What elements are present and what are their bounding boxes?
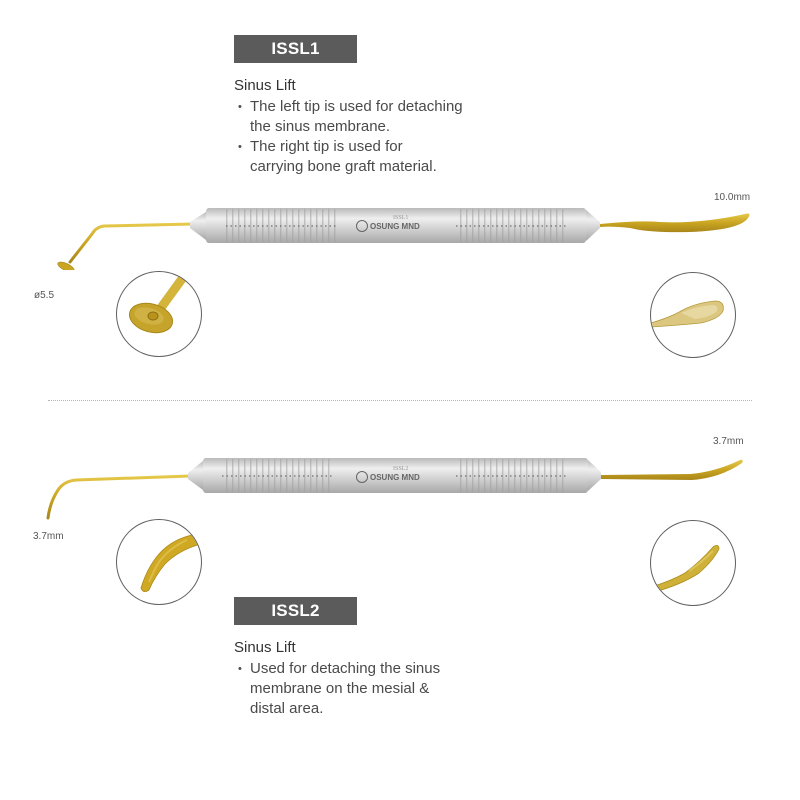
- bullet-line: distal area.: [250, 700, 324, 717]
- handle-brand-text: OSUNG MND: [370, 222, 420, 231]
- curved-tip-icon: [140, 533, 201, 592]
- model-badge-issl2: ISSL2: [234, 597, 357, 625]
- bullet-line: carrying bone graft material.: [250, 158, 437, 175]
- right-tip-closeup-issl2: [650, 520, 736, 606]
- left-tip-dimension-issl1: ø5.5: [34, 290, 55, 301]
- handle-brand-text: OSUNG MND: [370, 473, 420, 482]
- bullet-line: the sinus membrane.: [250, 118, 391, 135]
- right-tip-dimension-issl2: 3.7mm: [713, 436, 744, 447]
- bullet-item: Used for detaching the sinus membrane on…: [238, 659, 514, 719]
- bullet-list: Used for detaching the sinus membrane on…: [234, 659, 514, 719]
- angled-tip-icon: [651, 545, 720, 594]
- instrument-issl1: OSUNG MND ISSL1: [0, 180, 800, 270]
- right-tip-closeup-issl1: [650, 272, 736, 358]
- bullet-line: Used for detaching the sinus: [250, 660, 441, 677]
- model-badge-issl1: ISSL1: [234, 35, 357, 63]
- instrument-drawing: OSUNG MND ISSL1: [57, 208, 750, 270]
- description-issl2: Sinus Lift Used for detaching the sinus …: [234, 638, 514, 719]
- bullet-line: The right tip is used for: [250, 138, 403, 155]
- section-divider: [48, 400, 752, 401]
- right-tip-dimension-issl1: 10.0mm: [714, 192, 751, 203]
- instrument-drawing: OSUNG MND ISSL2: [46, 458, 743, 520]
- left-tip-closeup-issl2: [116, 519, 202, 605]
- bullet-item: The right tip is used for carrying bone …: [238, 137, 534, 177]
- svg-text:ISSL1: ISSL1: [393, 215, 408, 221]
- category-heading: Sinus Lift: [234, 639, 296, 656]
- category-heading: Sinus Lift: [234, 77, 296, 94]
- instrument-issl2: OSUNG MND ISSL2: [0, 430, 800, 520]
- svg-text:ISSL2: ISSL2: [393, 466, 408, 472]
- left-tip-closeup-issl1: [116, 271, 202, 357]
- bullet-list: The left tip is used for detaching the s…: [234, 97, 534, 177]
- bullet-item: The left tip is used for detaching the s…: [238, 97, 534, 137]
- bullet-line: membrane on the mesial &: [250, 680, 430, 697]
- bullet-line: The left tip is used for detaching: [250, 98, 463, 115]
- left-tip-dimension-issl2: 3.7mm: [33, 531, 64, 542]
- disc-tip-icon: [128, 272, 192, 334]
- spoon-tip-icon: [651, 300, 724, 328]
- description-issl1: Sinus Lift The left tip is used for deta…: [234, 76, 534, 177]
